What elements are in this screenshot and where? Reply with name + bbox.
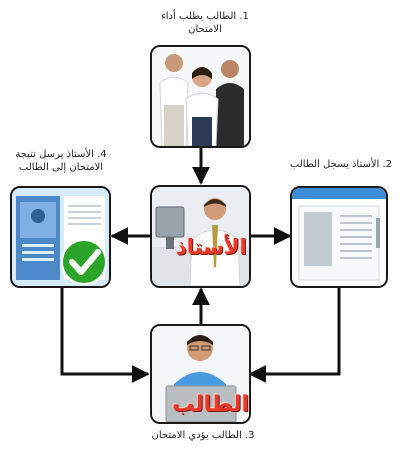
student-with-laptop-icon [152, 326, 249, 422]
step4-label: 4. الأستاذ يرسل نتيجة الامتحان إلى الطال… [2, 148, 120, 174]
students-group-tile [150, 45, 251, 148]
teacher-tile: الأستاذ [150, 185, 251, 288]
step3-label: 3. الطالب يؤدي الامتحان [140, 429, 266, 442]
step2-label-line1: 2. الأستاذ يسجل الطالب [289, 159, 393, 170]
step4-label-line1: 4. الأستاذ يرسل نتيجة [15, 149, 107, 160]
result-document-tile [10, 186, 111, 288]
result-checkmark-icon [12, 188, 109, 286]
document-window-icon [292, 188, 386, 286]
step1-label-line1: 1. الطالب يطلب أداء [161, 11, 249, 22]
teacher-overlay-word: الأستاذ [176, 235, 247, 259]
arrow-right-to-bottom [248, 288, 341, 383]
step2-label: 2. الأستاذ يسجل الطالب [282, 158, 400, 171]
student-tile: الطالب [150, 324, 251, 424]
teacher-at-computer-icon [152, 187, 249, 286]
step4-label-line2: الامتحان إلى الطالب [18, 162, 104, 173]
step1-label: 1. الطالب يطلب أداء الامتحان [150, 10, 260, 36]
arrow-left-to-bottom [60, 288, 150, 383]
step3-label-line1: 3. الطالب يؤدي الامتحان [151, 430, 255, 441]
register-document-tile [290, 186, 388, 288]
step1-label-line2: الامتحان [188, 24, 222, 35]
student-overlay-word: الطالب [172, 392, 250, 417]
students-group-icon [152, 47, 249, 146]
